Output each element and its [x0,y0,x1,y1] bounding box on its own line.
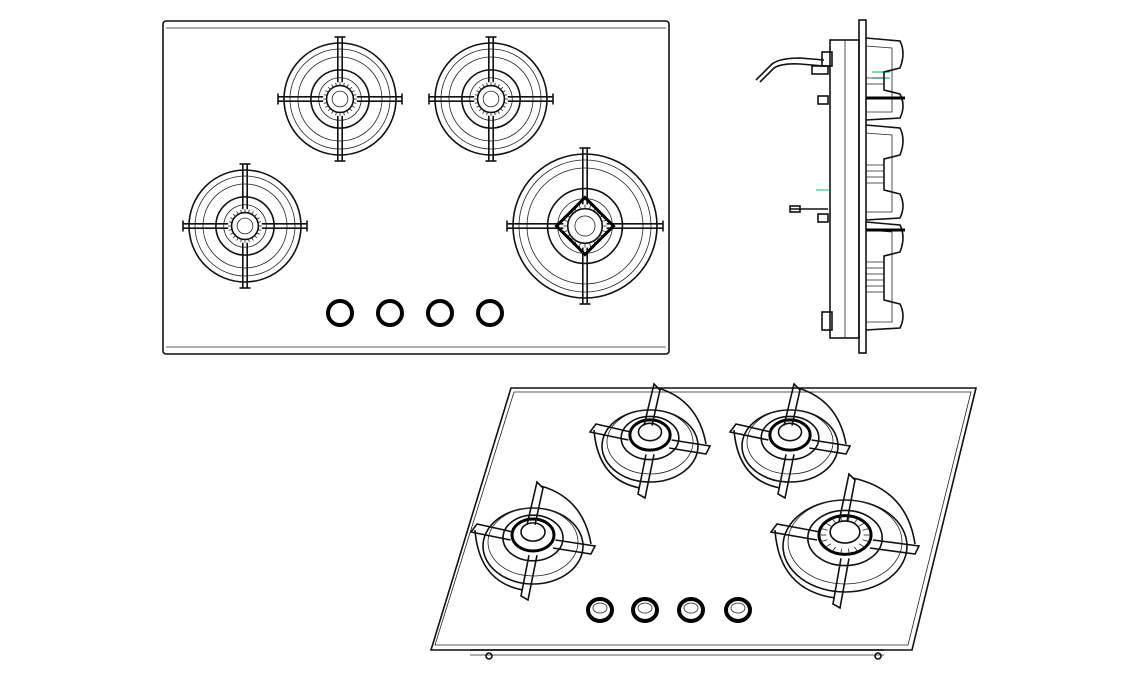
gas-inlet-pipe [755,57,825,81]
top-burner-1 [277,36,403,162]
side-body [829,39,860,339]
top-plate [162,20,670,355]
iso-plate [429,387,978,660]
knob-1[interactable] [326,299,354,327]
top-view [162,20,670,355]
side-grate-3 [865,221,904,331]
iso-burner-1 [588,382,712,500]
iso-knob-2[interactable] [631,597,659,623]
side-grates [865,37,905,331]
iso-knob-row [586,597,752,623]
isometric-view [429,382,978,660]
side-view [755,19,905,354]
side-grate-2 [865,124,904,221]
top-burner-3 [182,163,308,289]
iso-knob-3[interactable] [677,597,705,623]
iso-knob-4[interactable] [724,597,752,623]
top-burner-4 [506,147,664,305]
knob-2[interactable] [376,299,404,327]
iso-burner-2 [728,382,852,500]
side-grate-1 [865,37,904,121]
iso-knob-1[interactable] [586,597,614,623]
iso-burner-4 [769,472,921,610]
top-burner-2 [428,36,554,162]
iso-burner-3 [469,480,597,602]
knob-4[interactable] [476,299,504,327]
knob-3[interactable] [426,299,454,327]
side-glass-plate [858,19,867,354]
top-knob-row [326,299,504,327]
